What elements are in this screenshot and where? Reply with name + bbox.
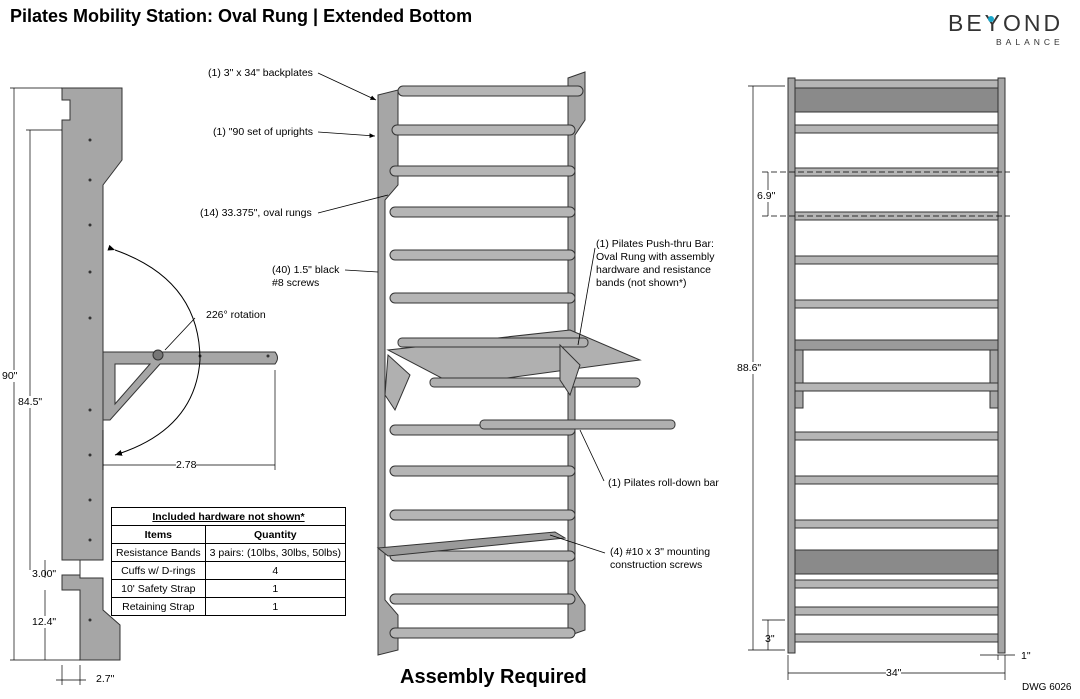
assembly-note: Assembly Required: [400, 666, 587, 688]
side-view: [61, 87, 278, 661]
table-header-quantity: Quantity: [204, 525, 346, 544]
front-rungs: [794, 79, 999, 643]
callout-rotation: 226° rotation: [206, 309, 266, 321]
table-caption: Included hardware not shown*: [111, 507, 346, 526]
table-cell: 1: [204, 579, 346, 598]
iso-backplates: [376, 531, 567, 557]
callout-pushthru: (1) Pilates Push-thru Bar: Oval Rung wit…: [596, 238, 715, 289]
table-cell: 10' Safety Strap: [111, 579, 206, 598]
dim-depth: 2.7": [96, 673, 115, 685]
dim-rung-spacing: 6.9": [757, 190, 776, 202]
table-cell: Retaining Strap: [111, 597, 206, 616]
side-bracket: [102, 351, 278, 421]
table-cell: 1: [204, 597, 346, 616]
rotation-arc: [107, 244, 201, 456]
drawing-number: DWG 6026: [1022, 682, 1072, 693]
front-view: [787, 77, 1006, 654]
front-top-backplate: [794, 87, 999, 113]
dim-front-side: 1": [1021, 650, 1031, 662]
side-dimension-lines: [10, 87, 276, 685]
logo-wordmark: BEYOND: [948, 10, 1064, 36]
table-header-items: Items: [111, 525, 206, 544]
table-row: Cuffs w/ D-rings 4: [111, 561, 346, 580]
iso-leaders: [317, 72, 606, 554]
table-cell: 3 pairs: (10lbs, 30lbs, 50lbs): [204, 543, 346, 562]
side-holes: [88, 138, 270, 622]
callout-uprights: (1) "90 set of uprights: [213, 126, 314, 138]
callout-screws: (40) 1.5" black #8 screws: [272, 264, 340, 289]
iso-rolldown-bar: [479, 419, 676, 430]
callout-backplates: (1) 3" x 34" backplates: [208, 67, 313, 79]
iso-rungs: [389, 85, 584, 639]
dim-arm-length: 2.78: [176, 459, 197, 471]
table-cell: 4: [204, 561, 346, 580]
front-pushthru-bar: [794, 339, 999, 351]
hardware-table: Included hardware not shown* Items Quant…: [111, 507, 346, 616]
dim-front-bottom: 3": [765, 633, 775, 645]
front-right-upright: [997, 77, 1006, 654]
front-bottom-backplate: [794, 549, 999, 575]
brand-logo: BEYOND BALANCE: [948, 10, 1073, 50]
dim-front-width: 34": [886, 667, 902, 679]
callout-rolldown: (1) Pilates roll-down bar: [608, 477, 719, 489]
iso-pushthru-bar: [384, 329, 642, 412]
table-cell: Cuffs w/ D-rings: [111, 561, 206, 580]
table-cell: Resistance Bands: [111, 543, 206, 562]
iso-left-upright: [377, 89, 399, 656]
dim-bottom-gap: 3.00": [32, 568, 57, 580]
page-title: Pilates Mobility Station: Oval Rung | Ex…: [10, 6, 473, 26]
side-upright: [61, 87, 123, 661]
callout-rungs: (14) 33.375", oval rungs: [200, 207, 312, 219]
pivot-bolt: [152, 349, 164, 361]
table-row: 10' Safety Strap 1: [111, 579, 346, 598]
table-row: Resistance Bands 3 pairs: (10lbs, 30lbs,…: [111, 543, 346, 562]
front-left-upright: [787, 77, 796, 654]
logo-subtitle: BALANCE: [996, 37, 1064, 47]
dim-height-total: 90": [2, 370, 18, 382]
dim-front-height: 88.6": [737, 362, 762, 374]
dim-bottom-extension: 12.4": [32, 616, 57, 628]
callout-mounting: (4) #10 x 3" mounting construction screw…: [610, 546, 711, 571]
dim-height-inner: 84.5": [18, 396, 43, 408]
table-row: Retaining Strap 1: [111, 597, 346, 616]
logo-dot-icon: [988, 16, 994, 22]
